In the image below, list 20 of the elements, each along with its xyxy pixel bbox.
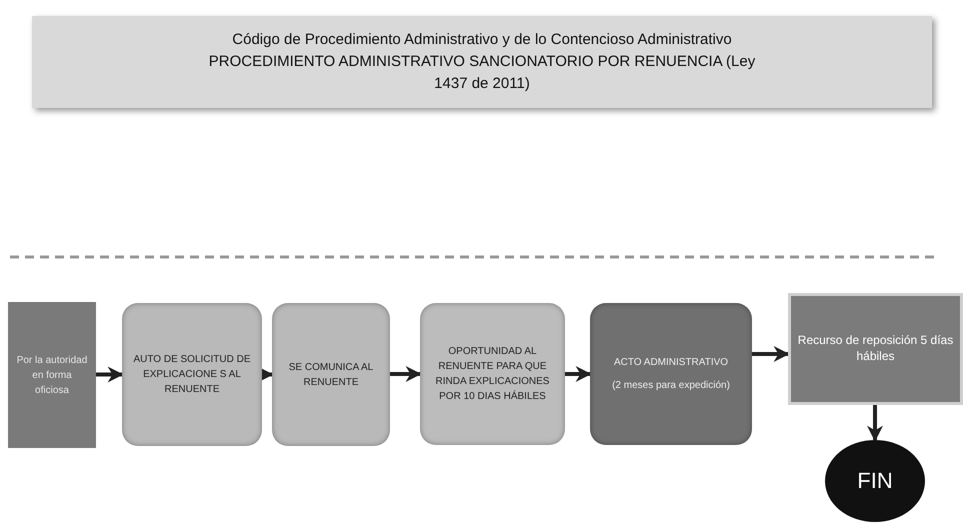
node-text: AUTO DE SOLICITUD DE EXPLICACIONE S AL RENUENTE (132, 353, 252, 397)
arrow (390, 366, 422, 382)
process-box (420, 303, 565, 445)
node-text: Por la autoridad en forma oficiosa (16, 354, 88, 398)
process-box (272, 303, 390, 446)
process-box (788, 293, 963, 405)
node-text: (2 meses para expedición) (612, 379, 730, 393)
arrow (96, 366, 124, 382)
node-text: OPORTUNIDAD AL RENUENTE PARA QUE RINDA EXPLICACIONES POR 10 DIAS HÁBILES (434, 345, 550, 404)
node-text: ACTO ADMINISTRATIVO (614, 356, 728, 370)
process-box (8, 302, 96, 448)
title: Código de Procedimiento Administrativo y de lo Contencioso Administrativo PROCEDIMIENTO ADMINISTRATIVO SANCIONATORIO POR RENUENCIA (Ley 1437 de 2011) (208, 30, 756, 94)
arrow (867, 405, 883, 442)
process-box (122, 303, 262, 446)
node-text: Recurso de reposición 5 días hábiles (797, 333, 954, 365)
process-box (590, 303, 752, 445)
arrow (752, 346, 790, 362)
node-text: SE COMUNICA AL RENUENTE (288, 360, 374, 390)
node-text: FIN (857, 466, 893, 495)
arrow (565, 366, 592, 382)
